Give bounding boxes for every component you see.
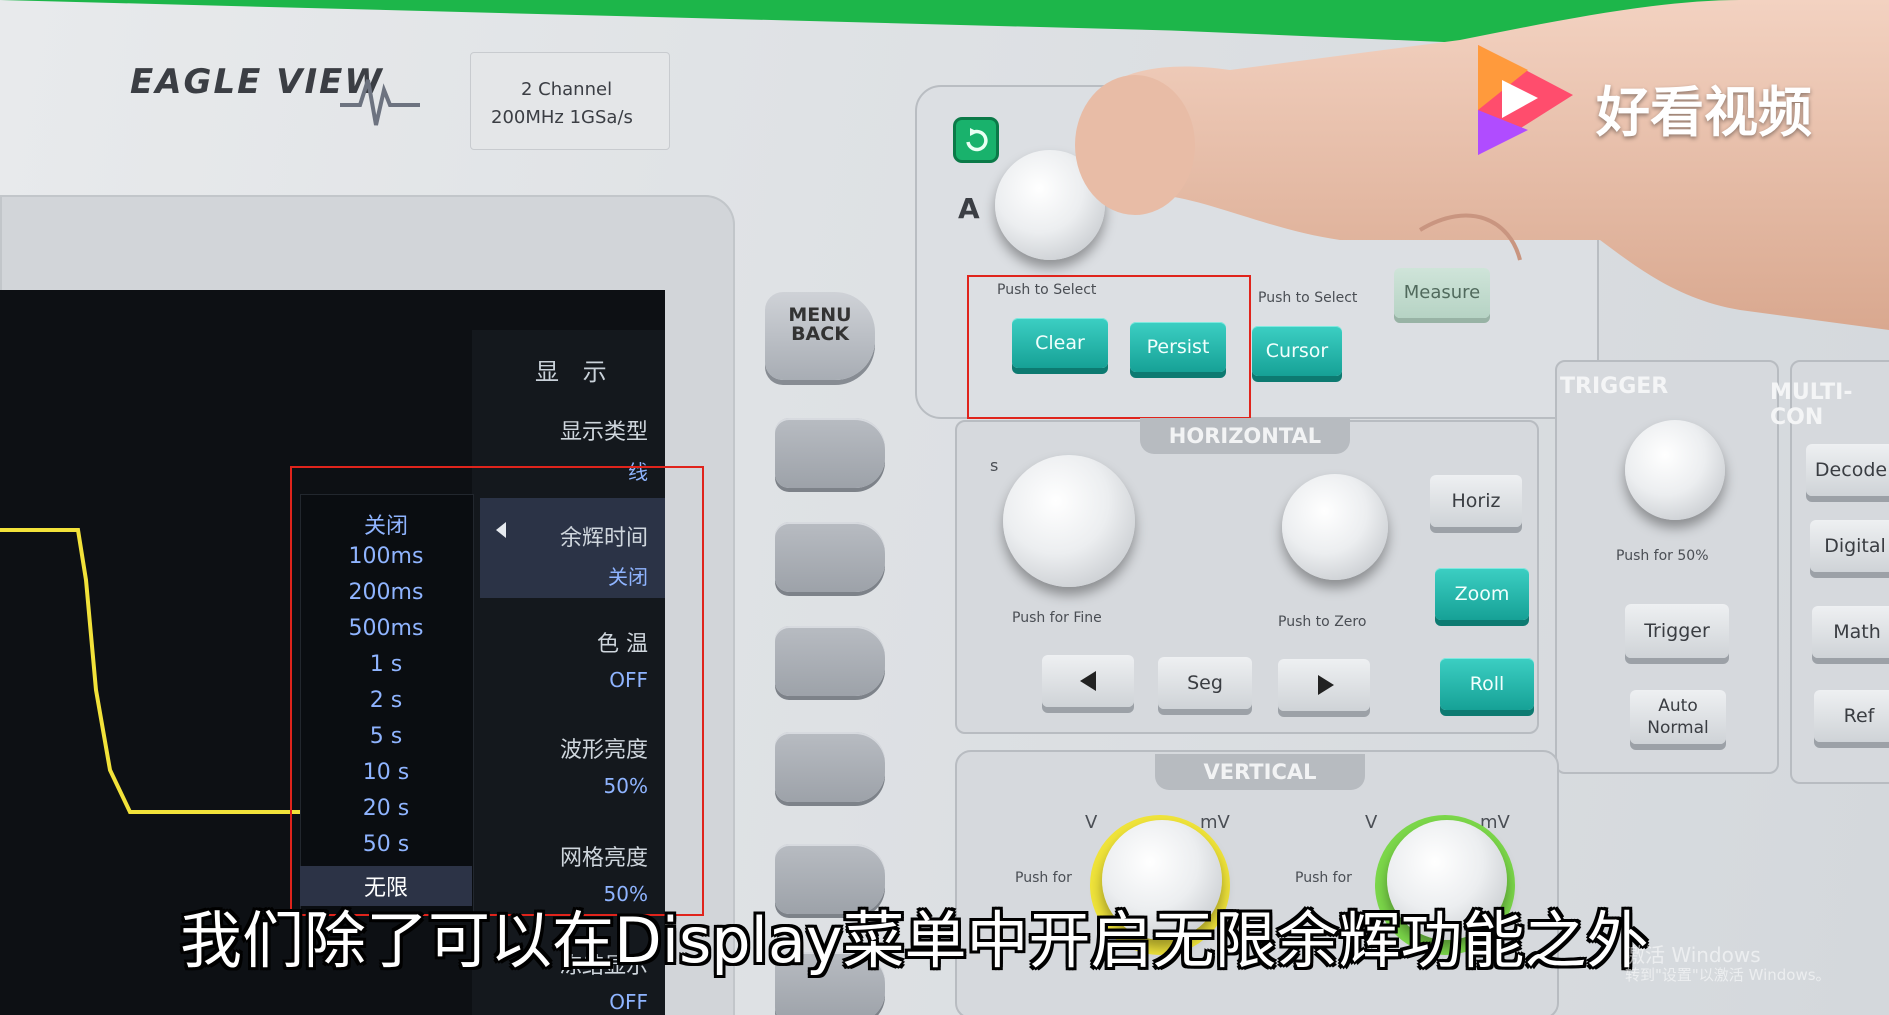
annotation-box-buttons	[967, 275, 1251, 419]
menu-item-freeze-display[interactable]: 冻结显示	[559, 954, 648, 979]
persist-menu-highlight	[480, 498, 665, 598]
brand-wave-icon	[340, 79, 420, 126]
ch1-push-for-label: Push for	[1015, 870, 1072, 886]
ref-button[interactable]: Ref	[1814, 690, 1889, 742]
vertical-title: VERTICAL	[1155, 754, 1365, 790]
persist-option-selected[interactable]: 无限	[363, 876, 408, 901]
menu-item-grid-brightness[interactable]: 网格亮度	[559, 846, 648, 871]
multi-title: MULTI-CON	[1770, 380, 1853, 430]
waveform-trace	[0, 528, 300, 814]
model-plate: 2 Channel 200MHz 1GSa/s	[470, 52, 670, 150]
seg-button[interactable]: Seg	[1158, 657, 1252, 709]
push-for-50-label: Push for 50%	[1616, 548, 1709, 564]
activation-line-2: 转到"设置"以激活 Windows。	[1625, 966, 1831, 984]
persist-option-selected-highlight	[300, 866, 472, 906]
activation-line-1: 激活 Windows	[1625, 943, 1761, 967]
menu-item-color-temp[interactable]: 色 温	[597, 632, 648, 657]
video-subtitle: 我们除了可以在Display菜单中开启无限余辉功能之外	[180, 904, 1649, 977]
persist-option[interactable]: 500ms	[348, 616, 424, 641]
horizontal-scale-knob[interactable]	[1003, 455, 1135, 587]
menu-back-label-1: MENU	[788, 304, 852, 326]
push-to-select-label-2: Push to Select	[1258, 290, 1358, 306]
play-logo-icon	[1478, 45, 1573, 155]
persist-option[interactable]: 2 s	[369, 688, 403, 713]
cursor-button[interactable]: Cursor	[1252, 326, 1342, 376]
menu-back-button[interactable]: MENU BACK	[765, 292, 875, 380]
menu-item-persist-time[interactable]: 余辉时间	[559, 526, 648, 551]
trigger-button[interactable]: Trigger	[1625, 604, 1729, 658]
menu-item-display-type[interactable]: 显示类型	[559, 420, 648, 445]
persist-option[interactable]: 1 s	[369, 652, 403, 677]
push-for-fine-label: Push for Fine	[1012, 610, 1102, 626]
persist-option[interactable]: 100ms	[348, 544, 424, 569]
watermark-text: 好看视频	[1596, 81, 1812, 144]
push-to-zero-label: Push to Zero	[1278, 614, 1367, 630]
normal-label: Normal	[1647, 718, 1709, 738]
digital-button[interactable]: Digital	[1810, 520, 1889, 572]
menu-back-label-2: BACK	[791, 323, 849, 345]
annotation-box-persist-menu	[290, 466, 704, 916]
display-menu	[472, 330, 665, 1015]
persist-option[interactable]: 20 s	[362, 796, 410, 821]
zoom-button[interactable]: Zoom	[1435, 568, 1529, 620]
auto-label: Auto	[1658, 696, 1698, 716]
ch1-scale-knob[interactable]	[1102, 820, 1222, 940]
soft-key-6[interactable]	[775, 952, 885, 1015]
knob-a-label: A	[958, 192, 980, 225]
menu-value-wave-brightness: 50%	[603, 774, 648, 798]
trigger-level-knob[interactable]	[1625, 420, 1725, 520]
decode-button[interactable]: Decode	[1806, 444, 1889, 496]
trigger-title: TRIGGER	[1560, 374, 1669, 399]
persist-option[interactable]: 5 s	[369, 724, 403, 749]
ch1-volts-label: V	[1085, 812, 1098, 833]
ch2-millivolts-label: mV	[1480, 812, 1510, 833]
measure-button[interactable]: Measure	[1394, 268, 1490, 318]
math-button[interactable]: Math	[1812, 606, 1889, 658]
windows-activation-notice: 激活 Windows 转到"设置"以激活 Windows。	[1625, 945, 1831, 985]
right-arrow-icon	[1318, 675, 1334, 695]
persist-option[interactable]: 50 s	[362, 832, 410, 857]
persist-options-popup	[300, 494, 474, 916]
clear-button[interactable]: Clear	[1012, 318, 1108, 368]
persist-button[interactable]: Persist	[1130, 322, 1226, 372]
ch2-scale-knob[interactable]	[1387, 820, 1507, 940]
next-segment-button[interactable]	[1278, 659, 1370, 711]
ch1-millivolts-label: mV	[1200, 812, 1230, 833]
presenter-hand	[1075, 0, 1889, 330]
persist-menu-arrow-icon	[496, 522, 506, 538]
persist-option[interactable]: 关闭	[363, 514, 408, 539]
soft-key-1[interactable]	[775, 418, 885, 488]
ch2-push-for-label: Push for	[1295, 870, 1352, 886]
brand-logo: EAGLE VIEW	[130, 62, 384, 102]
ch2-volts-label: V	[1365, 812, 1378, 833]
horiz-button[interactable]: Horiz	[1430, 475, 1522, 527]
horizontal-position-knob[interactable]	[1282, 474, 1388, 580]
left-arrow-icon	[1080, 671, 1096, 691]
roll-button[interactable]: Roll	[1440, 658, 1534, 710]
model-spec: 200MHz 1GSa/s	[491, 107, 633, 128]
prev-segment-button[interactable]	[1042, 655, 1134, 707]
power-led-icon	[956, 120, 996, 160]
auto-normal-button[interactable]: Auto Normal	[1630, 690, 1726, 744]
persist-option[interactable]: 10 s	[362, 760, 410, 785]
push-to-select-label-1: Push to Select	[997, 282, 1097, 298]
menu-value-persist-time: 关闭	[608, 565, 648, 589]
model-channels: 2 Channel	[521, 79, 613, 100]
persist-option[interactable]: 200ms	[348, 580, 424, 605]
soft-key-5[interactable]	[775, 844, 885, 914]
soft-key-3[interactable]	[775, 626, 885, 696]
menu-value-freeze-display: OFF	[609, 990, 648, 1014]
horizontal-scale-unit: s	[990, 456, 999, 475]
soft-key-4[interactable]	[775, 732, 885, 802]
menu-value-color-temp: OFF	[609, 668, 648, 692]
menu-value-grid-brightness: 50%	[603, 882, 648, 906]
menu-item-wave-brightness[interactable]: 波形亮度	[559, 738, 648, 763]
soft-key-2[interactable]	[775, 522, 885, 592]
display-menu-title: 显 示	[535, 358, 615, 386]
horizontal-title: HORIZONTAL	[1140, 418, 1350, 454]
